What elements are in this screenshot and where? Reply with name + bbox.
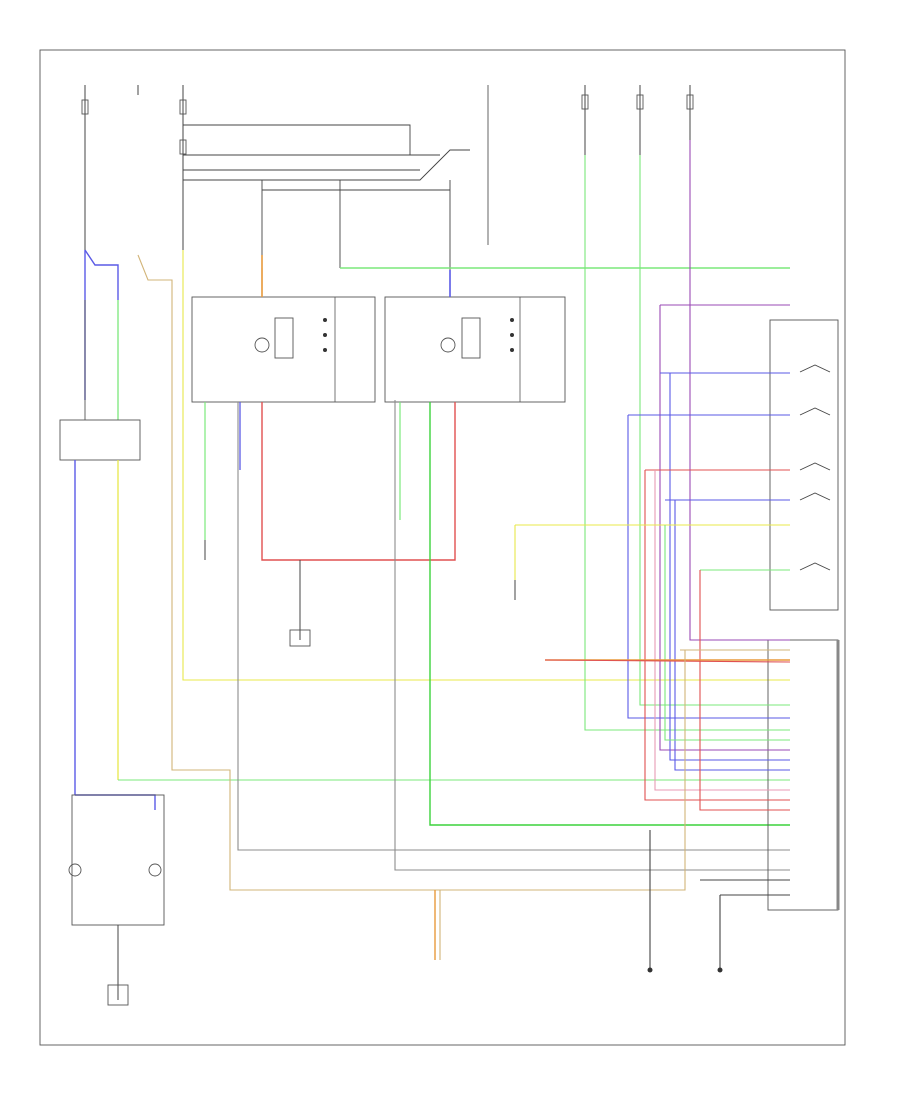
ground-g1-symbol <box>107 984 129 1006</box>
right-front-parking-lamp-symbol <box>148 863 162 877</box>
fuse-symbol <box>636 94 644 110</box>
right-headlight-box <box>384 296 566 403</box>
diagram-frame <box>39 49 846 1046</box>
power-feeds <box>81 85 694 250</box>
fuse-symbol <box>686 94 694 110</box>
headlight-modules <box>191 255 790 871</box>
left-headlight-box <box>191 296 376 403</box>
daytime-running-light-control-unit-box <box>59 419 141 461</box>
fuse-symbol <box>581 94 589 110</box>
left-wiring <box>59 249 790 1006</box>
fuse-symbol <box>81 99 89 115</box>
relay-wires <box>261 267 790 290</box>
fuse-symbol <box>179 139 187 155</box>
parking-lamps-box <box>71 794 165 926</box>
headlight-switch-box <box>769 319 839 611</box>
fuse-symbol <box>179 99 187 115</box>
ground-g2-symbol <box>289 629 311 647</box>
left-front-parking-lamp-symbol <box>68 863 82 877</box>
right-wiring <box>350 140 840 973</box>
relay-bus <box>182 85 489 270</box>
